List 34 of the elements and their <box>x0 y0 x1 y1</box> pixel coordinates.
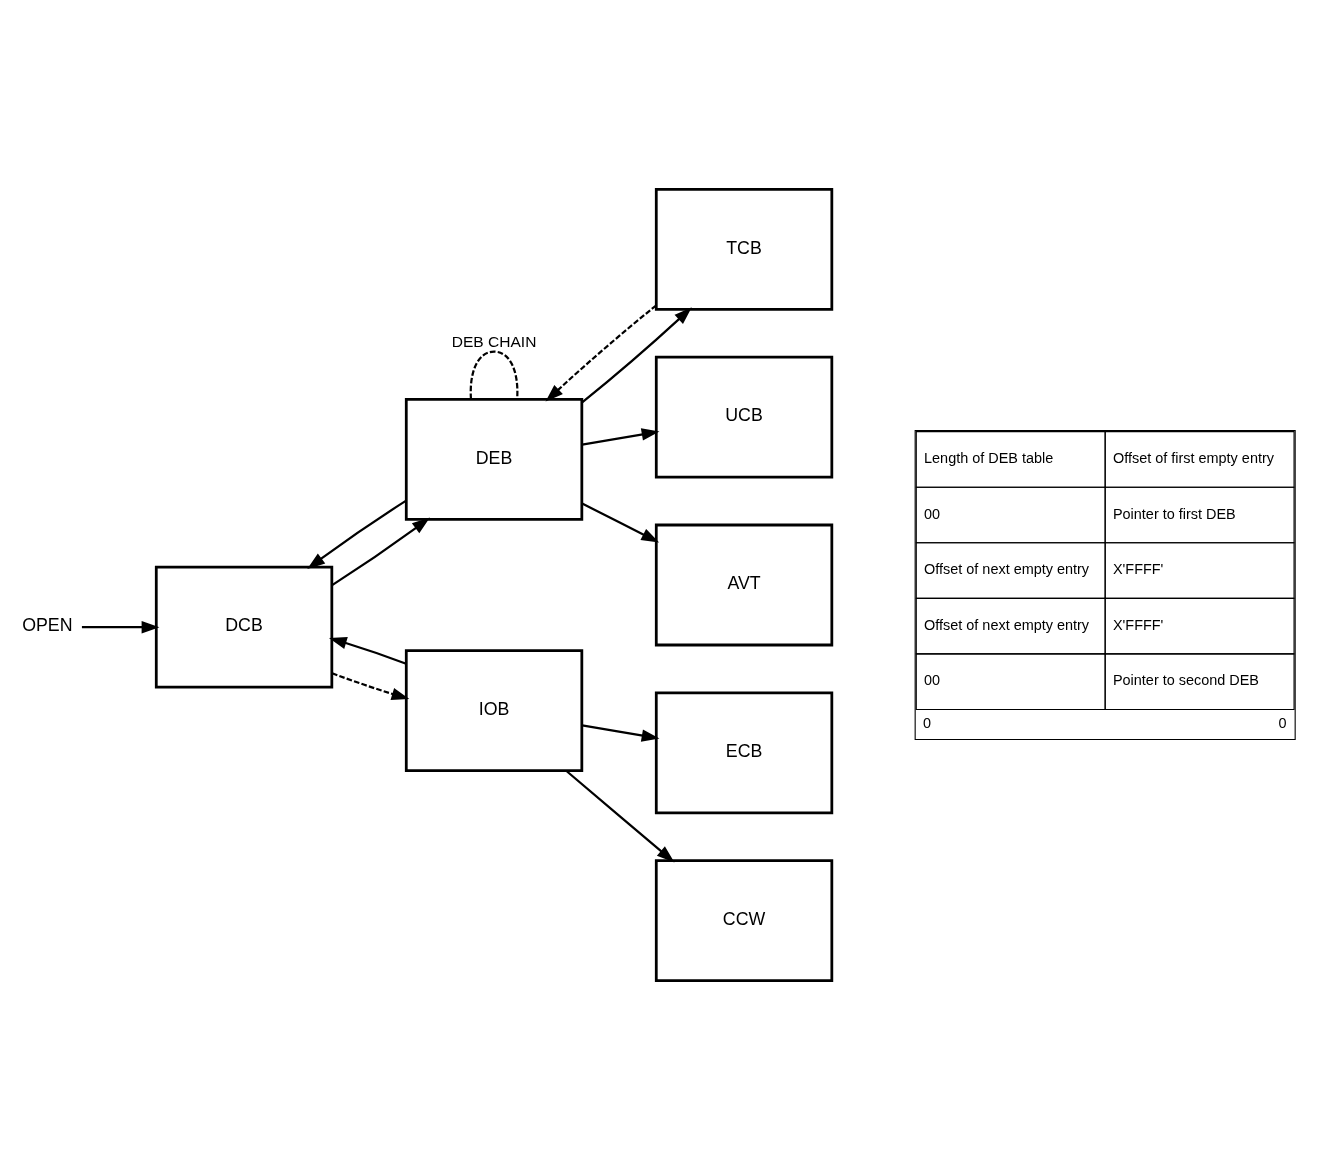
label: Offset of first empty entry <box>1112 449 1274 466</box>
arrow <box>582 427 660 446</box>
label: Length of DEB table <box>924 449 1054 466</box>
edge-label: DEB CHAIN <box>451 332 537 350</box>
arrow <box>307 499 407 569</box>
arrow <box>545 304 657 402</box>
label: X'FFFF' <box>1112 560 1164 577</box>
node-box: DEB <box>404 397 584 521</box>
node-text: OPEN <box>22 614 73 635</box>
label: Pointer to first DEB <box>1112 505 1236 522</box>
label: 00 <box>924 671 941 688</box>
label: Offset of next empty entry <box>924 616 1090 633</box>
node-box: UCB <box>654 355 834 479</box>
node-box: AVT <box>654 523 834 646</box>
label: 0 <box>922 714 931 731</box>
arrow <box>581 502 660 543</box>
label: X'FFFF' <box>1112 616 1164 633</box>
arrow <box>582 723 660 742</box>
arrow <box>81 620 160 633</box>
arrow <box>331 671 410 700</box>
node-box: TCB <box>654 187 834 311</box>
node-box: IOB <box>404 648 584 772</box>
connector <box>469 350 519 399</box>
node-box: CCW <box>654 858 834 982</box>
arrow <box>331 517 430 586</box>
label: 00 <box>924 505 941 522</box>
node-box: ECB <box>654 690 834 814</box>
arrow <box>565 769 675 863</box>
arrow <box>328 636 407 665</box>
label: Offset of next empty entry <box>924 560 1090 577</box>
label: Pointer to second DEB <box>1112 671 1260 688</box>
label: 0 <box>1278 714 1287 731</box>
arrow <box>581 306 692 403</box>
node-box: DCB <box>154 565 334 689</box>
